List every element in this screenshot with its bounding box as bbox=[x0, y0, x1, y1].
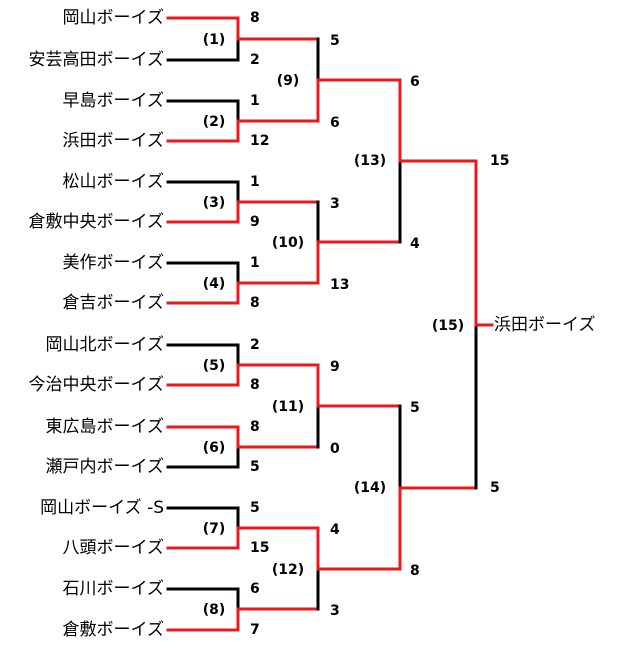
team-name: 今治中央ボーイズ bbox=[29, 375, 165, 395]
score: 2 bbox=[250, 52, 260, 68]
match-number: (8) bbox=[203, 602, 226, 618]
score: 12 bbox=[250, 133, 269, 149]
match-number: (11) bbox=[272, 399, 304, 415]
team-name: 早島ボーイズ bbox=[63, 91, 165, 111]
match-number: (1) bbox=[203, 32, 226, 48]
match-number: (5) bbox=[203, 358, 226, 374]
team-name: 倉吉ボーイズ bbox=[63, 293, 165, 313]
match-number: (12) bbox=[272, 562, 304, 578]
champion-name: 浜田ボーイズ bbox=[494, 315, 596, 335]
team-name: 浜田ボーイズ bbox=[63, 131, 165, 151]
score: 8 bbox=[250, 295, 260, 311]
score: 1 bbox=[250, 93, 260, 109]
team-name: 八頭ボーイズ bbox=[63, 538, 165, 558]
team-name: 松山ボーイズ bbox=[63, 172, 165, 192]
score: 6 bbox=[330, 115, 340, 131]
match-number: (13) bbox=[354, 153, 386, 169]
score: 8 bbox=[250, 377, 260, 393]
score: 9 bbox=[250, 214, 260, 230]
score: 9 bbox=[330, 359, 340, 375]
score: 8 bbox=[410, 563, 420, 579]
score: 5 bbox=[410, 400, 420, 416]
match-number: (7) bbox=[203, 521, 226, 537]
score: 4 bbox=[410, 236, 420, 252]
score: 1 bbox=[250, 255, 260, 271]
team-name: 岡山ボーイズ bbox=[63, 8, 165, 28]
team-name: 倉敷ボーイズ bbox=[63, 620, 165, 640]
score: 7 bbox=[250, 622, 260, 638]
score: 8 bbox=[250, 10, 260, 26]
score: 6 bbox=[250, 581, 260, 597]
score: 5 bbox=[490, 480, 500, 496]
score: 3 bbox=[330, 196, 340, 212]
match-number: (3) bbox=[203, 195, 226, 211]
team-name: 倉敷中央ボーイズ bbox=[29, 212, 165, 232]
score: 5 bbox=[330, 33, 340, 49]
score: 15 bbox=[250, 540, 269, 556]
score: 5 bbox=[250, 500, 260, 516]
team-name: 東広島ボーイズ bbox=[46, 417, 165, 437]
match-number: (14) bbox=[354, 480, 386, 496]
team-name: 岡山ボーイズ -S bbox=[40, 498, 164, 518]
team-name: 安芸高田ボーイズ bbox=[29, 50, 165, 70]
match-number: (6) bbox=[203, 440, 226, 456]
team-name: 岡山北ボーイズ bbox=[46, 335, 165, 355]
score: 15 bbox=[490, 153, 509, 169]
score: 8 bbox=[250, 419, 260, 435]
score: 13 bbox=[330, 277, 349, 293]
score: 4 bbox=[330, 522, 340, 538]
score: 0 bbox=[330, 441, 340, 457]
score: 3 bbox=[330, 603, 340, 619]
match-number: (9) bbox=[277, 73, 300, 89]
match-number: (2) bbox=[203, 114, 226, 130]
score: 1 bbox=[250, 174, 260, 190]
score: 5 bbox=[250, 459, 260, 475]
team-name: 石川ボーイズ bbox=[63, 579, 165, 599]
match-number: (10) bbox=[272, 235, 304, 251]
match-number: (4) bbox=[203, 276, 226, 292]
score: 6 bbox=[410, 74, 420, 90]
team-name: 瀬戸内ボーイズ bbox=[46, 457, 165, 477]
team-name: 美作ボーイズ bbox=[63, 253, 165, 273]
score: 2 bbox=[250, 337, 260, 353]
match-number: (15) bbox=[432, 318, 464, 334]
